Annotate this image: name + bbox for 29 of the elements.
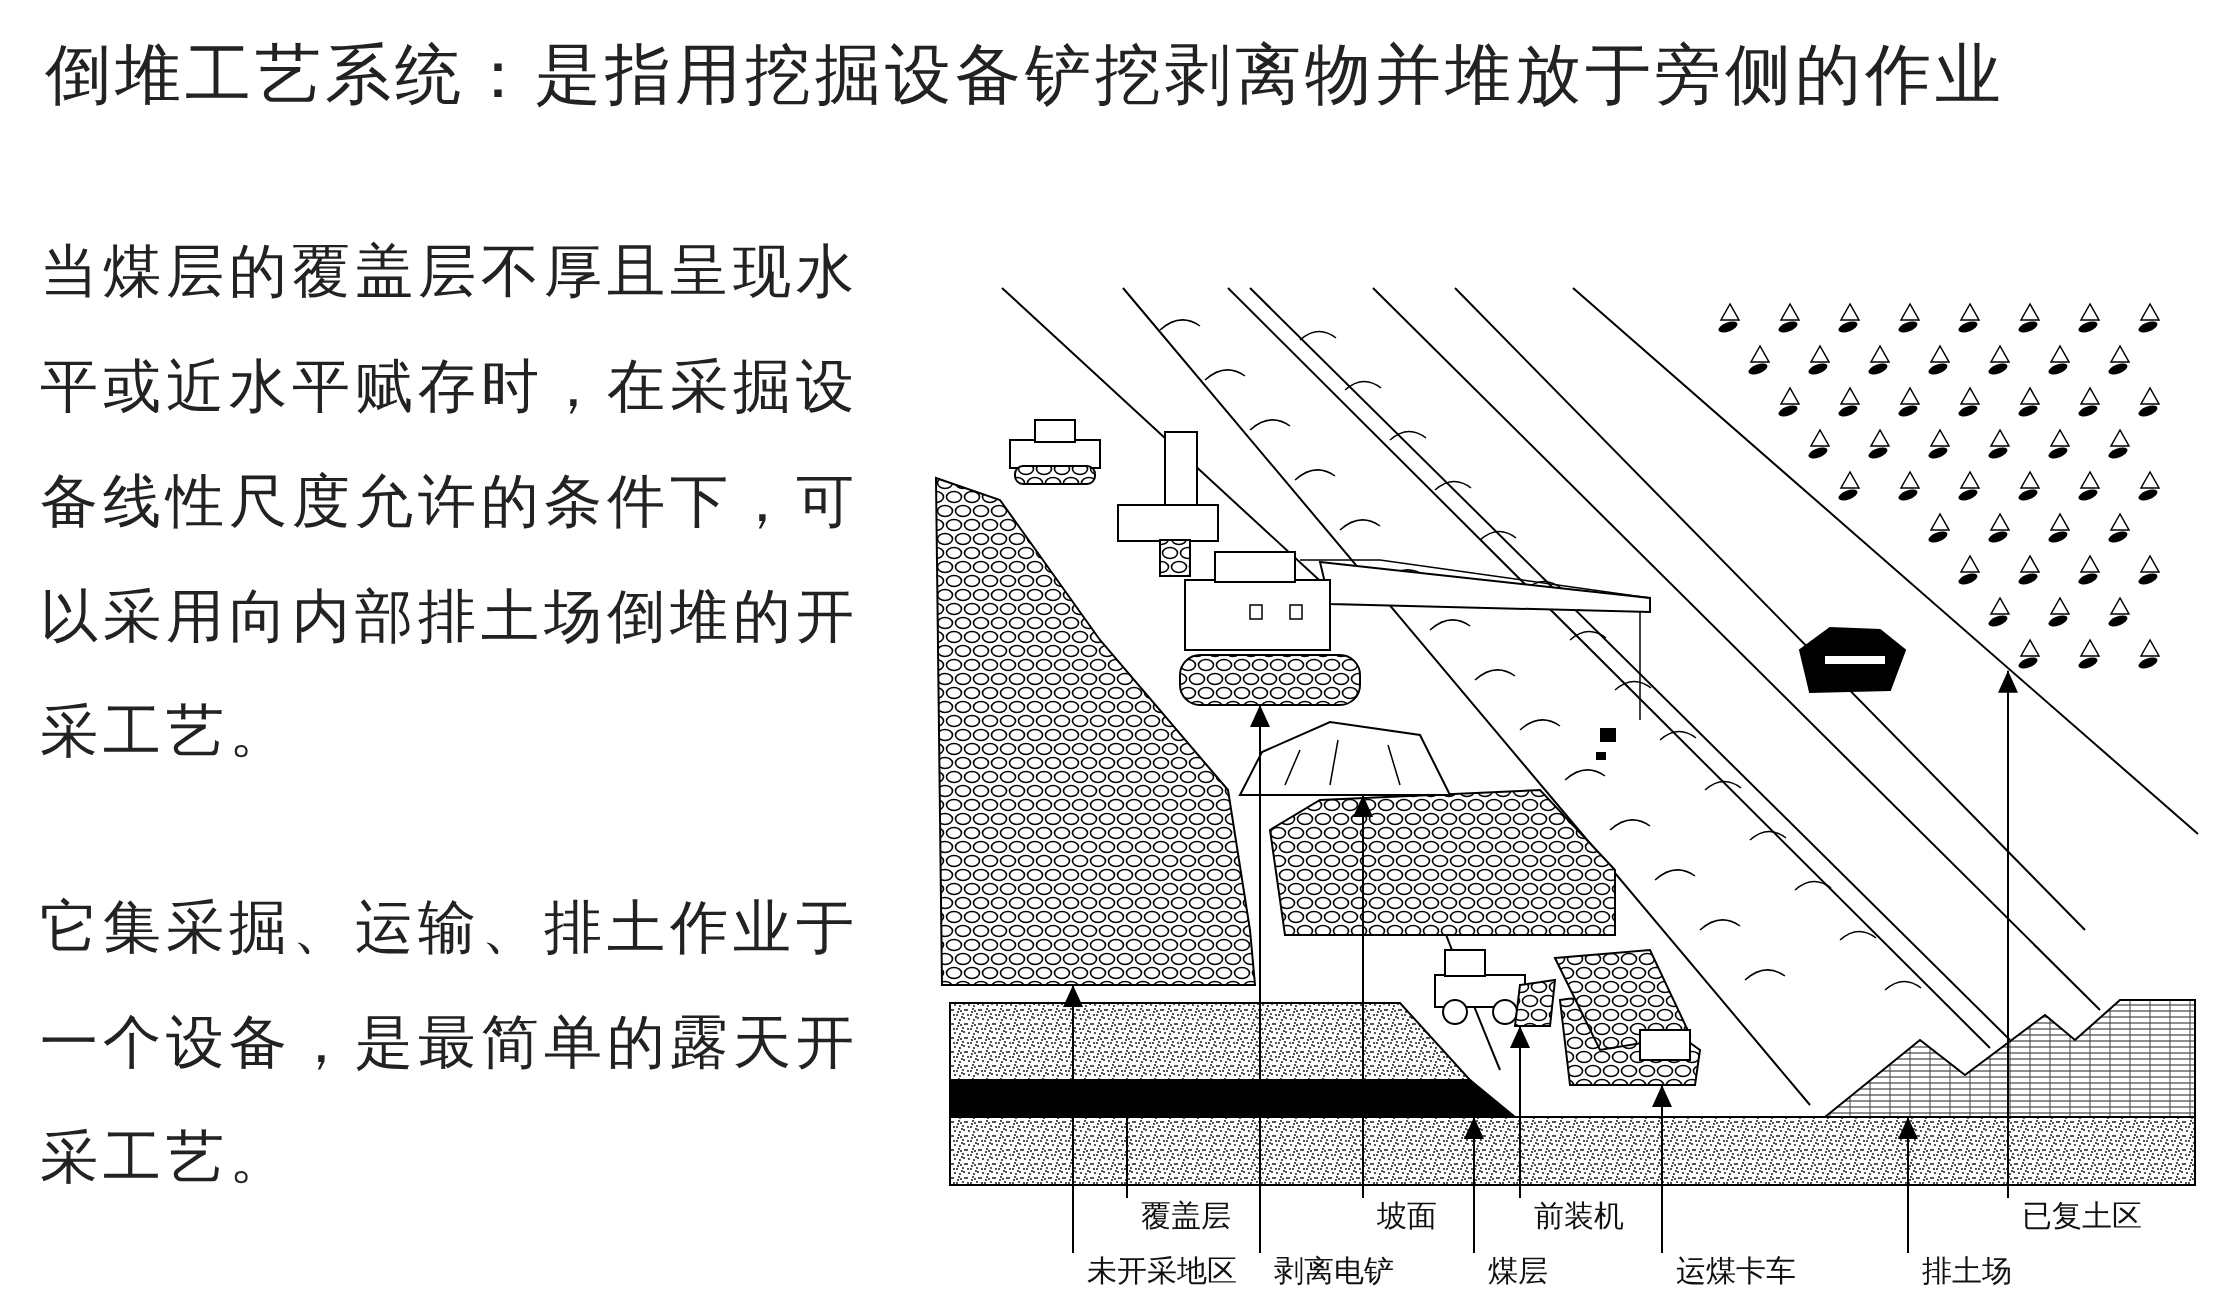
part-label: 前装机: [1520, 1198, 1624, 1234]
part-label: 排土场: [1908, 1253, 2012, 1289]
coal-seam: [949, 1079, 1518, 1118]
body-paragraph: 它集采掘、运输、排土作业于一个设备，是最简单的露天开采工艺。: [40, 892, 860, 1193]
part-label: 剥离电铲: [1260, 1253, 1394, 1289]
leader-line: [1353, 794, 1373, 1199]
part-label: 坡面: [1363, 1198, 1437, 1234]
loader-drawing: [1434, 949, 1557, 1027]
tree-area: [1718, 302, 2161, 669]
leader-line: [1998, 669, 2018, 1199]
dump-area: [1822, 999, 2196, 1118]
part-label: 运煤卡车: [1662, 1253, 1796, 1289]
leader-line: [1063, 984, 1083, 1254]
leader-line: [1898, 1116, 1918, 1254]
leader-line: [1652, 1084, 1672, 1254]
overburden-layer: [949, 1002, 1473, 1081]
part-label: 煤层: [1474, 1253, 1548, 1289]
leader-line: [1464, 1116, 1484, 1254]
rubble-pile: [935, 476, 1257, 986]
leader-line: [1250, 704, 1270, 1254]
slope-face: [1238, 720, 1452, 796]
body-paragraph: 当煤层的覆盖层不厚且呈现水平或近水平赋存时，在采掘设备线性尺度允许的条件下，可以采用向内部排土场倒堆的开采工艺。: [40, 236, 860, 767]
part-label: 未开采地区: [1073, 1253, 1237, 1289]
shovel-drawing: [1179, 551, 1651, 706]
part-label: 覆盖层: [1127, 1198, 1231, 1234]
part-label: 已复土区: [2008, 1198, 2142, 1234]
title: 倒堆工艺系统：是指用挖掘设备铲挖剥离物并堆放于旁侧的作业: [45, 35, 2005, 115]
truck-drawing: [1553, 948, 1701, 1086]
leader-line: [1510, 1025, 1530, 1199]
